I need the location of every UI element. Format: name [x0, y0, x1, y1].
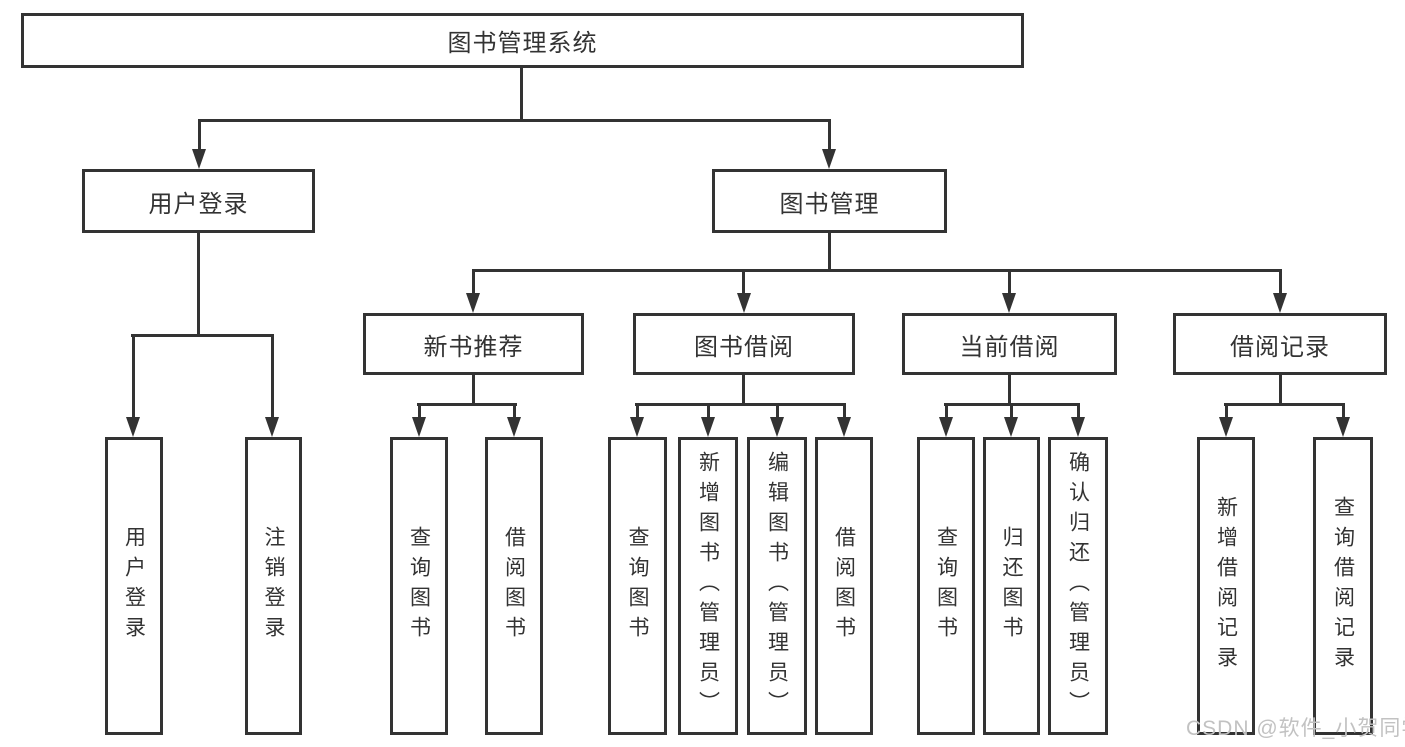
- leaf-label: 用户登录: [122, 526, 146, 646]
- csdn-watermark: CSDN @软件_小贺同学: [1186, 717, 1405, 740]
- connector-line: [472, 375, 475, 406]
- arrow-down: [1071, 417, 1085, 437]
- connector-line: [198, 119, 831, 122]
- connector-line: [197, 233, 200, 337]
- leaf-search-borrow-record: 查询借阅记录: [1313, 437, 1373, 735]
- leaf-label: 新增图书（管理员）: [696, 451, 720, 721]
- arrow-down: [939, 417, 953, 437]
- connector-line: [742, 375, 745, 406]
- connector-line: [828, 119, 831, 151]
- leaf-search-books-3: 查询图书: [917, 437, 975, 735]
- connector-line: [776, 403, 779, 421]
- connector-line: [1279, 375, 1282, 406]
- leaf-user-login: 用户登录: [105, 437, 163, 735]
- connector-line: [1008, 269, 1011, 295]
- leaf-label: 注销登录: [262, 526, 285, 646]
- connector-line: [131, 334, 274, 337]
- connector-line: [198, 119, 201, 151]
- node-label: 图书管理: [779, 190, 880, 218]
- leaf-search-books-1: 查询图书: [390, 437, 448, 735]
- leaf-confirm-return-admin: 确认归还（管理员）: [1048, 437, 1108, 735]
- node-label: 图书借阅: [694, 333, 794, 361]
- arrow-down: [1004, 417, 1018, 437]
- arrow-down: [265, 417, 279, 437]
- arrow-down: [192, 149, 206, 169]
- leaf-label: 查询图书: [934, 526, 958, 646]
- leaf-borrow-books-2: 借阅图书: [815, 437, 873, 735]
- arrow-down: [1002, 293, 1016, 313]
- leaf-label: 查询借阅记录: [1331, 496, 1355, 676]
- node-new-book-recommendation: 新书推荐: [363, 313, 584, 375]
- connector-line: [635, 403, 846, 406]
- leaf-search-books-2: 查询图书: [608, 437, 667, 735]
- connector-line: [1225, 403, 1228, 421]
- node-label: 用户登录: [148, 190, 249, 218]
- node-borrowing-record: 借阅记录: [1173, 313, 1387, 375]
- node-library-management-system: 图书管理系统: [21, 13, 1024, 68]
- arrow-down: [837, 417, 851, 437]
- connector-line: [418, 403, 421, 421]
- leaf-add-book-admin: 新增图书（管理员）: [678, 437, 738, 735]
- leaf-label: 归还图书: [1000, 526, 1023, 646]
- connector-line: [707, 403, 710, 421]
- leaf-logout: 注销登录: [245, 437, 302, 735]
- connector-line: [636, 403, 639, 421]
- arrow-down: [1273, 293, 1287, 313]
- connector-line: [1342, 403, 1345, 421]
- connector-line: [1279, 269, 1282, 295]
- node-user-login: 用户登录: [82, 169, 315, 233]
- connector-line: [472, 269, 1282, 272]
- arrow-down: [412, 417, 426, 437]
- leaf-label: 查询图书: [626, 526, 649, 646]
- arrow-down: [466, 293, 480, 313]
- connector-line: [1077, 403, 1080, 421]
- connector-line: [520, 68, 523, 122]
- connector-line: [843, 403, 846, 421]
- connector-line: [742, 269, 745, 295]
- connector-line: [132, 334, 135, 419]
- arrow-down: [701, 417, 715, 437]
- connector-line: [513, 403, 516, 421]
- connector-line: [417, 403, 517, 406]
- node-label: 新书推荐: [423, 333, 524, 361]
- connector-line: [472, 269, 475, 295]
- leaf-return-books: 归还图书: [983, 437, 1040, 735]
- connector-line: [271, 334, 274, 419]
- leaf-add-borrow-record: 新增借阅记录: [1197, 437, 1255, 735]
- leaf-label: 借阅图书: [502, 526, 526, 646]
- node-label: 当前借阅: [959, 333, 1060, 361]
- arrow-down: [507, 417, 521, 437]
- leaf-label: 编辑图书（管理员）: [765, 451, 789, 721]
- connector-line: [1010, 403, 1013, 421]
- arrow-down: [1219, 417, 1233, 437]
- arrow-down: [126, 417, 140, 437]
- arrow-down: [630, 417, 644, 437]
- connector-line: [945, 403, 948, 421]
- arrow-down: [737, 293, 751, 313]
- arrow-down: [1336, 417, 1350, 437]
- node-current-borrowing: 当前借阅: [902, 313, 1117, 375]
- leaf-label: 查询图书: [407, 526, 431, 646]
- arrow-down: [770, 417, 784, 437]
- connector-line: [1224, 403, 1345, 406]
- leaf-label: 借阅图书: [832, 526, 856, 646]
- leaf-label: 新增借阅记录: [1214, 496, 1238, 676]
- arrow-down: [822, 149, 836, 169]
- connector-line: [828, 233, 831, 272]
- connector-line: [1008, 375, 1011, 406]
- node-label: 借阅记录: [1230, 333, 1330, 361]
- leaf-edit-book-admin: 编辑图书（管理员）: [747, 437, 807, 735]
- node-book-management: 图书管理: [712, 169, 947, 233]
- node-label: 图书管理系统: [447, 30, 598, 57]
- node-book-borrowing: 图书借阅: [633, 313, 855, 375]
- leaf-borrow-books-1: 借阅图书: [485, 437, 543, 735]
- leaf-label: 确认归还（管理员）: [1066, 451, 1090, 721]
